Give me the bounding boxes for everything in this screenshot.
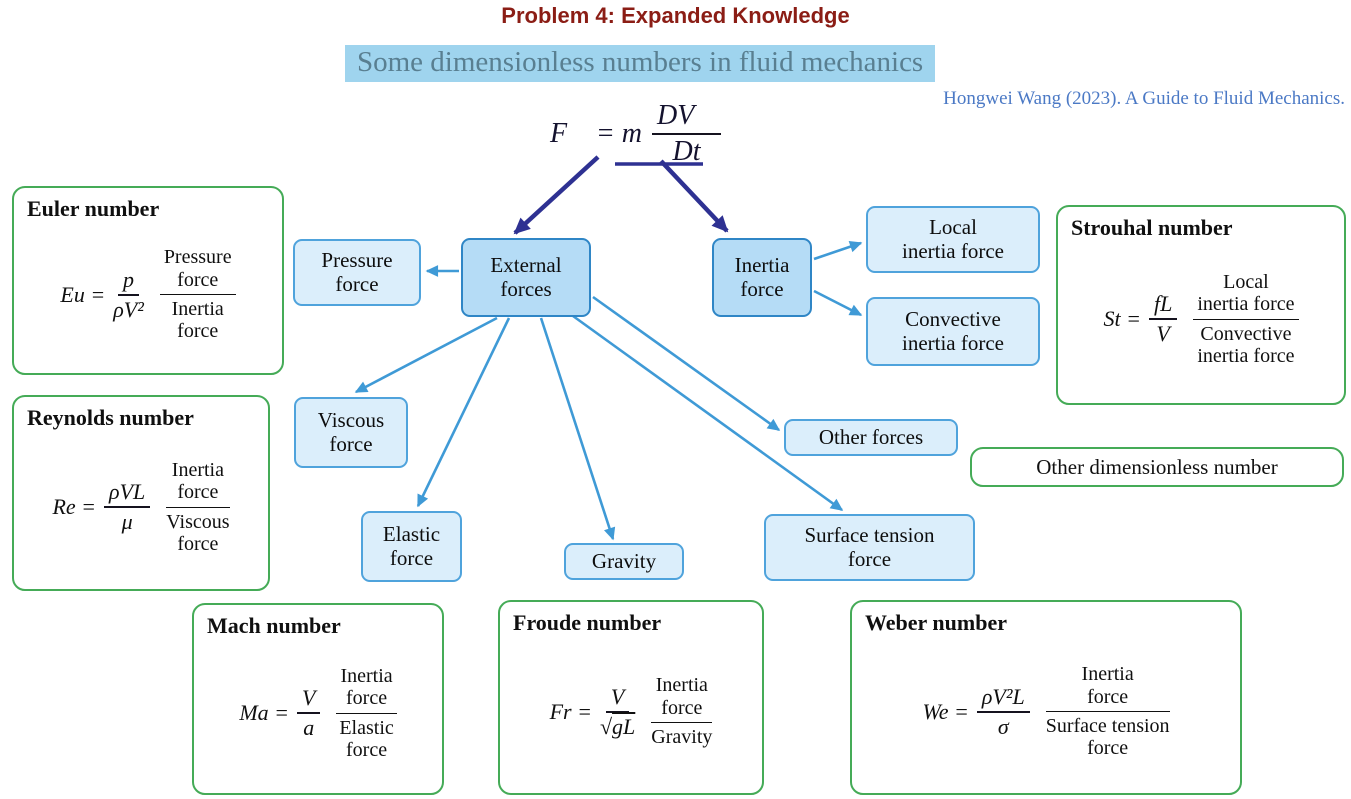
formula-numerator: DV⃗ [652,100,722,135]
strouhal-formula: St = fL V [1104,291,1178,347]
gravity-box: Gravity [564,543,684,580]
mach-formula: Ma = V a [239,685,321,741]
formula-symbol: Eu = [60,281,106,307]
force-box-label: force [740,276,784,301]
local-inertia-force-box: Local inertia force [866,206,1040,273]
other-dimensionless-label: Other dimensionless number [1036,454,1278,479]
card-title: Mach number [207,613,341,638]
force-box-label: forces [500,276,552,301]
force-box-label: force [329,431,373,456]
formula-fraction: ρVL μ [104,479,151,535]
arrow-external-to-other-forces [592,295,781,432]
card-title: Froude number [513,610,662,635]
reynolds-force-ratio: Inertia force Viscous force [166,458,230,555]
force-box-label: Pressure [321,247,393,272]
force-box-label: Inertia [734,252,790,277]
viscous-force-box: Viscous force [294,397,408,468]
strouhal-force-ratio: Local inertia force Convective inertia f… [1193,271,1299,368]
formula-fraction: V a [297,685,321,741]
arrow-external-to-viscous [354,316,498,394]
highlighted-subtitle: Some dimensionless numbers in fluid mech… [345,45,936,82]
formula-lhs: F⃗ = m [550,118,642,149]
elastic-force-box: Elastic force [361,511,462,582]
force-box-label: force [847,546,892,571]
arrow-external-to-gravity [539,317,616,541]
convective-inertia-force-box: Convective inertia force [866,297,1040,366]
formula-symbol: We = [922,698,969,724]
inertia-force-box: Inertia force [712,238,812,317]
weber-formula: We = ρV²L σ [922,684,1030,740]
force-box-label: Local [929,214,977,239]
force-box-label: Viscous [317,407,385,432]
euler-force-ratio: Pressure force Inertia force [159,246,236,343]
arrow-external-to-elastic [416,317,511,508]
force-box-label: force [335,271,379,296]
force-box-label: Surface tension [804,522,935,547]
force-box-label: Elastic [382,521,441,546]
reynolds-number-card: Reynolds number Re = ρVL μ Inertia force… [12,395,270,591]
force-box-label: force [389,545,434,570]
card-title: Strouhal number [1071,215,1233,240]
formula-symbol: Fr = [549,698,592,724]
mach-force-ratio: Inertia force Elastic force [336,665,397,762]
formula-symbol: Re = [52,494,97,519]
formula-fraction: DV⃗ Dt [652,100,722,168]
force-box-label: Convective [905,306,1001,331]
pressure-force-box: Pressure force [293,239,421,306]
other-dimensionless-card: Other dimensionless number [970,447,1344,487]
formula-symbol: St = [1103,306,1141,331]
surface-tension-force-box: Surface tension force [764,514,975,581]
formula-fraction: fL V [1148,291,1178,347]
force-box-label: Other forces [818,424,924,449]
card-title: Weber number [865,610,1007,635]
weber-number-card: Weber number We = ρV²L σ Inertia force S… [850,600,1242,795]
newton-second-law-formula: F⃗ = m DV⃗ Dt [550,100,722,168]
reynolds-formula: Re = ρVL μ [52,479,151,535]
froude-number-card: Froude number Fr = V √gL Inertia force G… [498,600,764,795]
arrow-formula-to-external [513,155,600,235]
weber-force-ratio: Inertia force Surface tension force [1045,663,1170,760]
formula-denominator: Dt [672,136,701,167]
euler-number-card: Euler number Eu = p ρV² Pressure force I… [12,186,284,375]
froude-force-ratio: Inertia force Gravity [651,674,713,749]
froude-formula: Fr = V √gL [550,684,636,740]
arrow-inertia-to-local [813,241,863,261]
citation-reference: Hongwei Wang (2023). A Guide to Fluid Me… [943,88,1345,109]
other-forces-box: Other forces [784,419,958,456]
arrow-inertia-to-convective [813,289,863,317]
force-box-label: External [490,252,562,277]
page-title: Problem 4: Expanded Knowledge [501,3,850,28]
euler-formula: Eu = p ρV² [60,267,143,323]
arrow-external-to-surface-tension [572,314,844,512]
force-box-label: Gravity [591,548,657,573]
card-title: Euler number [27,196,160,221]
external-forces-box: External forces [461,238,591,317]
sqrt-sign: √ [599,713,613,739]
formula-symbol: Ma = [239,700,290,725]
force-box-label: inertia force [901,330,1005,355]
arrow-formula-to-inertia [659,159,729,233]
card-title: Reynolds number [27,405,194,430]
formula-fraction: V √gL [599,683,636,739]
strouhal-number-card: Strouhal number St = fL V Local inertia … [1056,205,1346,405]
force-box-label: inertia force [901,238,1005,263]
mach-number-card: Mach number Ma = V a Inertia force Elast… [192,603,444,795]
formula-fraction: ρV²L σ [976,684,1030,740]
formula-fraction: p ρV² [113,266,144,322]
